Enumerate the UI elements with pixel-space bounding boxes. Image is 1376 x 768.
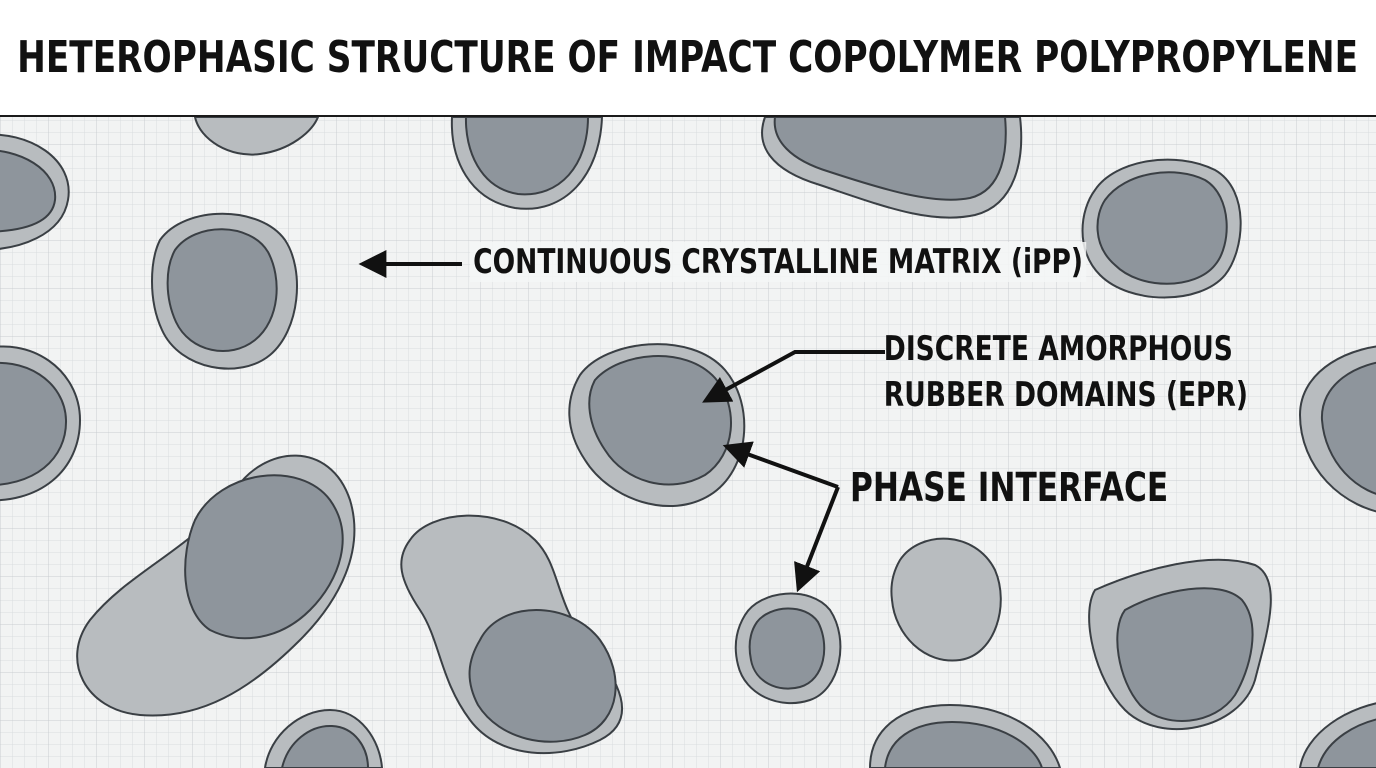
- rubber-domain: [1298, 702, 1376, 768]
- rubber-domains-label-line1: DISCRETE AMORPHOUS: [883, 329, 1233, 369]
- matrix-label: CONTINUOUS CRYSTALLINE MATRIX (iPP): [470, 242, 1087, 282]
- rubber-domain: [868, 703, 1062, 768]
- rubber-domain: [450, 116, 604, 210]
- rubber-domain: [400, 514, 624, 755]
- rubber-domain: [761, 116, 1023, 219]
- rubber-domains-label: DISCRETE AMORPHOUS RUBBER DOMAINS (EPR): [883, 326, 1249, 418]
- rubber-domain: [734, 592, 842, 705]
- interface-pointer-arrow-upper: [722, 441, 839, 489]
- rubber-domain: [1081, 158, 1242, 299]
- rubber-domain: [1088, 558, 1272, 731]
- rubber-domain: [0, 345, 82, 501]
- rubber-domain: [193, 116, 320, 156]
- rubber-pointer-arrow: [702, 350, 885, 403]
- rubber-domain: [76, 454, 356, 717]
- rubber-domain: [1298, 345, 1376, 513]
- phase-interface-label: PHASE INTERFACE: [850, 465, 1169, 511]
- rubber-domains-label-line2: RUBBER DOMAINS (EPR): [883, 375, 1249, 415]
- rubber-domain: [0, 133, 70, 250]
- title-bar: HETEROPHASIC STRUCTURE OF IMPACT COPOLYM…: [0, 0, 1376, 117]
- rubber-domain: [568, 343, 746, 508]
- interface-pointer-arrow-lower: [794, 486, 840, 593]
- rubber-domain: [263, 708, 384, 768]
- rubber-domain: [890, 537, 1002, 662]
- page-title: HETEROPHASIC STRUCTURE OF IMPACT COPOLYM…: [17, 32, 1359, 83]
- rubber-domain: [151, 212, 298, 370]
